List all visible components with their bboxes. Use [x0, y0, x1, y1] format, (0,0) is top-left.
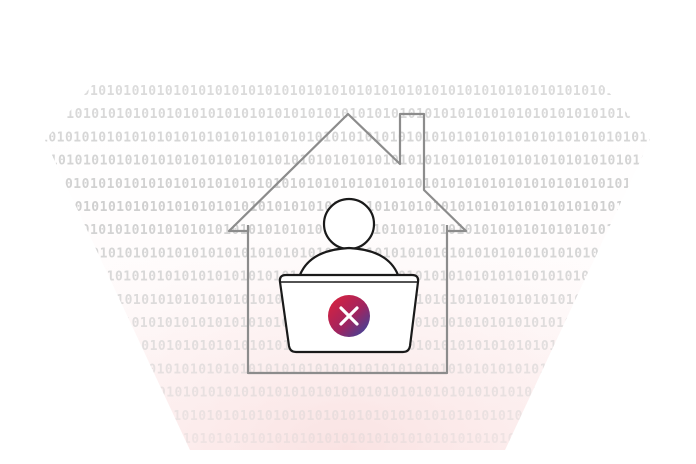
binary-row: 1010101010101010101010101010101010101010…: [40, 130, 696, 145]
binary-row: 1010101010101010101010101010101010101010…: [40, 409, 696, 424]
binary-row: 1010101010101010101010101010101010101010…: [40, 84, 696, 99]
house-icon: [227, 112, 468, 375]
binary-row: 1010101010101010101010101010101010101010…: [40, 362, 696, 377]
binary-row: 1010101010101010101010101010101010101010…: [33, 107, 696, 122]
binary-row: 1010101010101010101010101010101010101010…: [33, 154, 696, 169]
binary-row: 1010101010101010101010101010101010101010…: [40, 177, 696, 192]
binary-row: 1010101010101010101010101010101010101010…: [33, 432, 696, 447]
error-x-icon: [328, 295, 370, 337]
binary-row: 1010101010101010101010101010101010101010…: [33, 386, 696, 401]
person-icon: [298, 197, 400, 276]
